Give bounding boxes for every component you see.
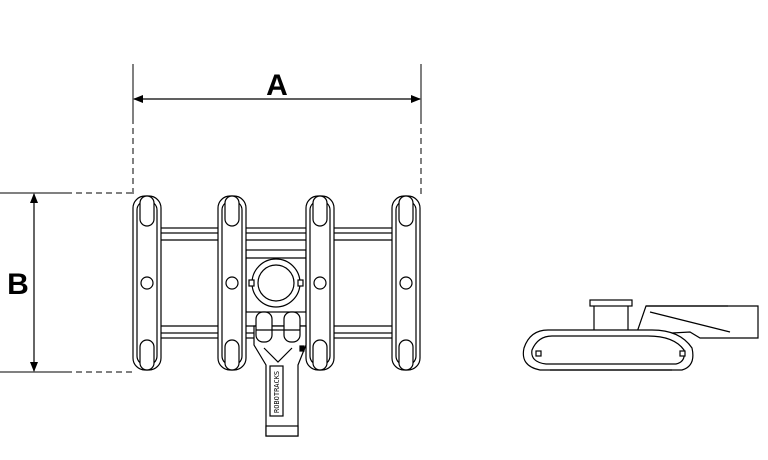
side-arm-line (649, 311, 731, 333)
track-module (132, 195, 162, 371)
dimension-label-a: A (266, 69, 288, 102)
side-track-bolt-left (535, 350, 542, 357)
tow-arm-fork-right (283, 311, 301, 343)
track-wheel-top (312, 195, 328, 227)
track-wheel-top (139, 195, 155, 227)
track-pivot (140, 276, 154, 290)
side-track-inner (531, 335, 685, 365)
track-pivot (399, 276, 413, 290)
tow-arm-chevron (263, 347, 293, 363)
track-module (305, 195, 335, 371)
side-track-bolt-right (679, 350, 686, 357)
top-view (132, 195, 421, 437)
frame-bar-upper (159, 227, 396, 234)
hub-lug-left (248, 279, 255, 287)
tow-arm-fork-left (255, 311, 273, 343)
dimension-b: B (0, 192, 132, 373)
track-module (217, 195, 247, 371)
hub-lug-right (297, 279, 304, 287)
track-pivot (225, 276, 239, 290)
track-pivot (313, 276, 327, 290)
dimension-a: A (132, 64, 422, 194)
tow-arm-foot (265, 425, 299, 437)
track-wheel-bottom (139, 339, 155, 371)
track-wheel-bottom (224, 339, 240, 371)
track-wheel-bottom (398, 339, 414, 371)
side-view (522, 299, 759, 371)
side-tower (593, 303, 629, 335)
track-module (391, 195, 421, 371)
track-wheel-top (224, 195, 240, 227)
brand-plate-text: ROBOTRACKS (273, 371, 281, 413)
dimension-label-b: B (7, 268, 29, 301)
tow-arm (253, 311, 307, 437)
tow-arm-pin (299, 345, 305, 352)
brand-plate (269, 365, 284, 417)
side-tower-cap (589, 299, 633, 307)
hub-ring-inner (257, 264, 295, 302)
track-wheel-top (398, 195, 414, 227)
track-wheel-bottom (312, 339, 328, 371)
